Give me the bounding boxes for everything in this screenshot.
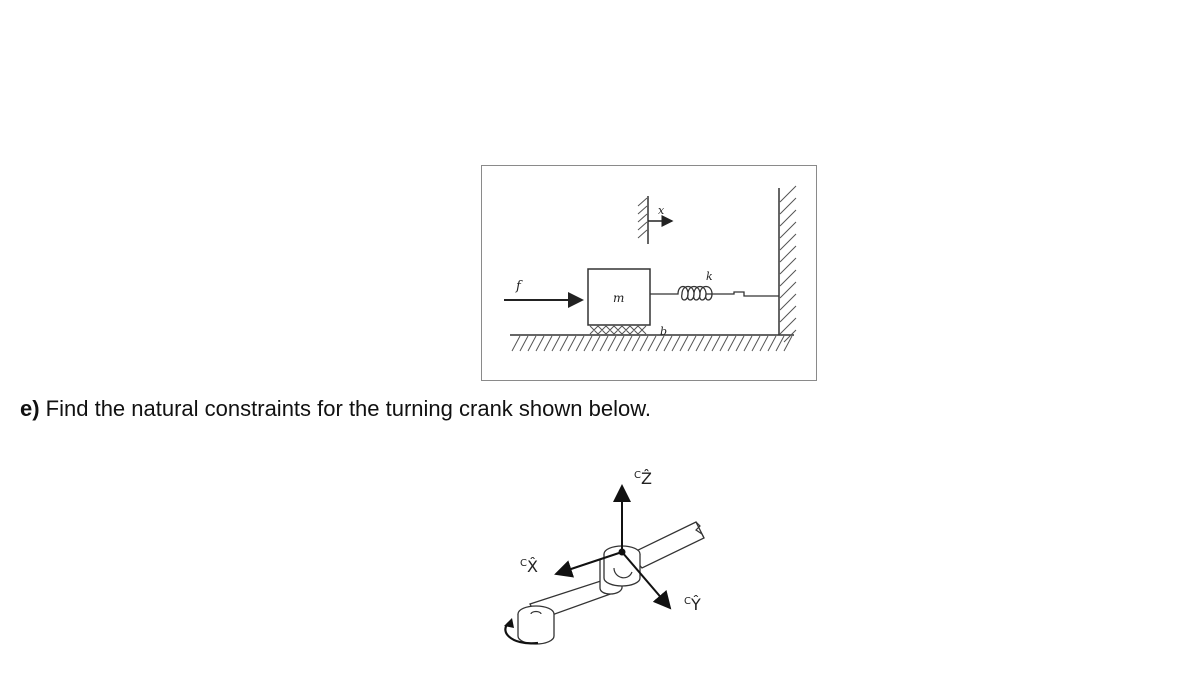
- handle-shaft: [628, 521, 705, 569]
- damper-label: b: [660, 325, 667, 338]
- shaft-break: [695, 521, 705, 539]
- question-body: Find the natural constraints for the tur…: [39, 396, 652, 421]
- rotation-arrowhead: [504, 618, 514, 628]
- turning-crank-drawing: CẐ CX̂ CŶ: [504, 469, 705, 645]
- damper-crosshatch: [589, 325, 647, 335]
- axis-x-label: CX̂: [520, 557, 538, 576]
- axis-z-label: CẐ: [634, 469, 652, 488]
- force-label: f: [515, 279, 523, 294]
- pivot-cylinder: [517, 614, 555, 645]
- turning-crank-figure: CẐ CX̂ CŶ: [490, 460, 730, 666]
- question-prefix: e): [20, 396, 40, 421]
- question-text: e) Find the natural constraints for the …: [20, 396, 651, 422]
- position-label: x: [658, 204, 665, 217]
- spring-label: k: [706, 270, 713, 283]
- axis-y: [621, 551, 672, 610]
- reference-hatching: [637, 197, 648, 239]
- mass-block: [587, 268, 651, 326]
- grip-slot: [613, 567, 633, 579]
- ground-hatching: [511, 335, 793, 352]
- mass-label: m: [613, 291, 624, 305]
- axis-x: [554, 551, 623, 578]
- mass-spring-damper-figure: f m k b x: [481, 165, 817, 381]
- wall-hatching: [779, 185, 797, 343]
- spring: [650, 285, 779, 301]
- grip-cylinder: [603, 554, 641, 587]
- axis-y-label: CŶ: [684, 595, 701, 614]
- mass-spring-damper-drawing: f m k b x: [504, 185, 797, 352]
